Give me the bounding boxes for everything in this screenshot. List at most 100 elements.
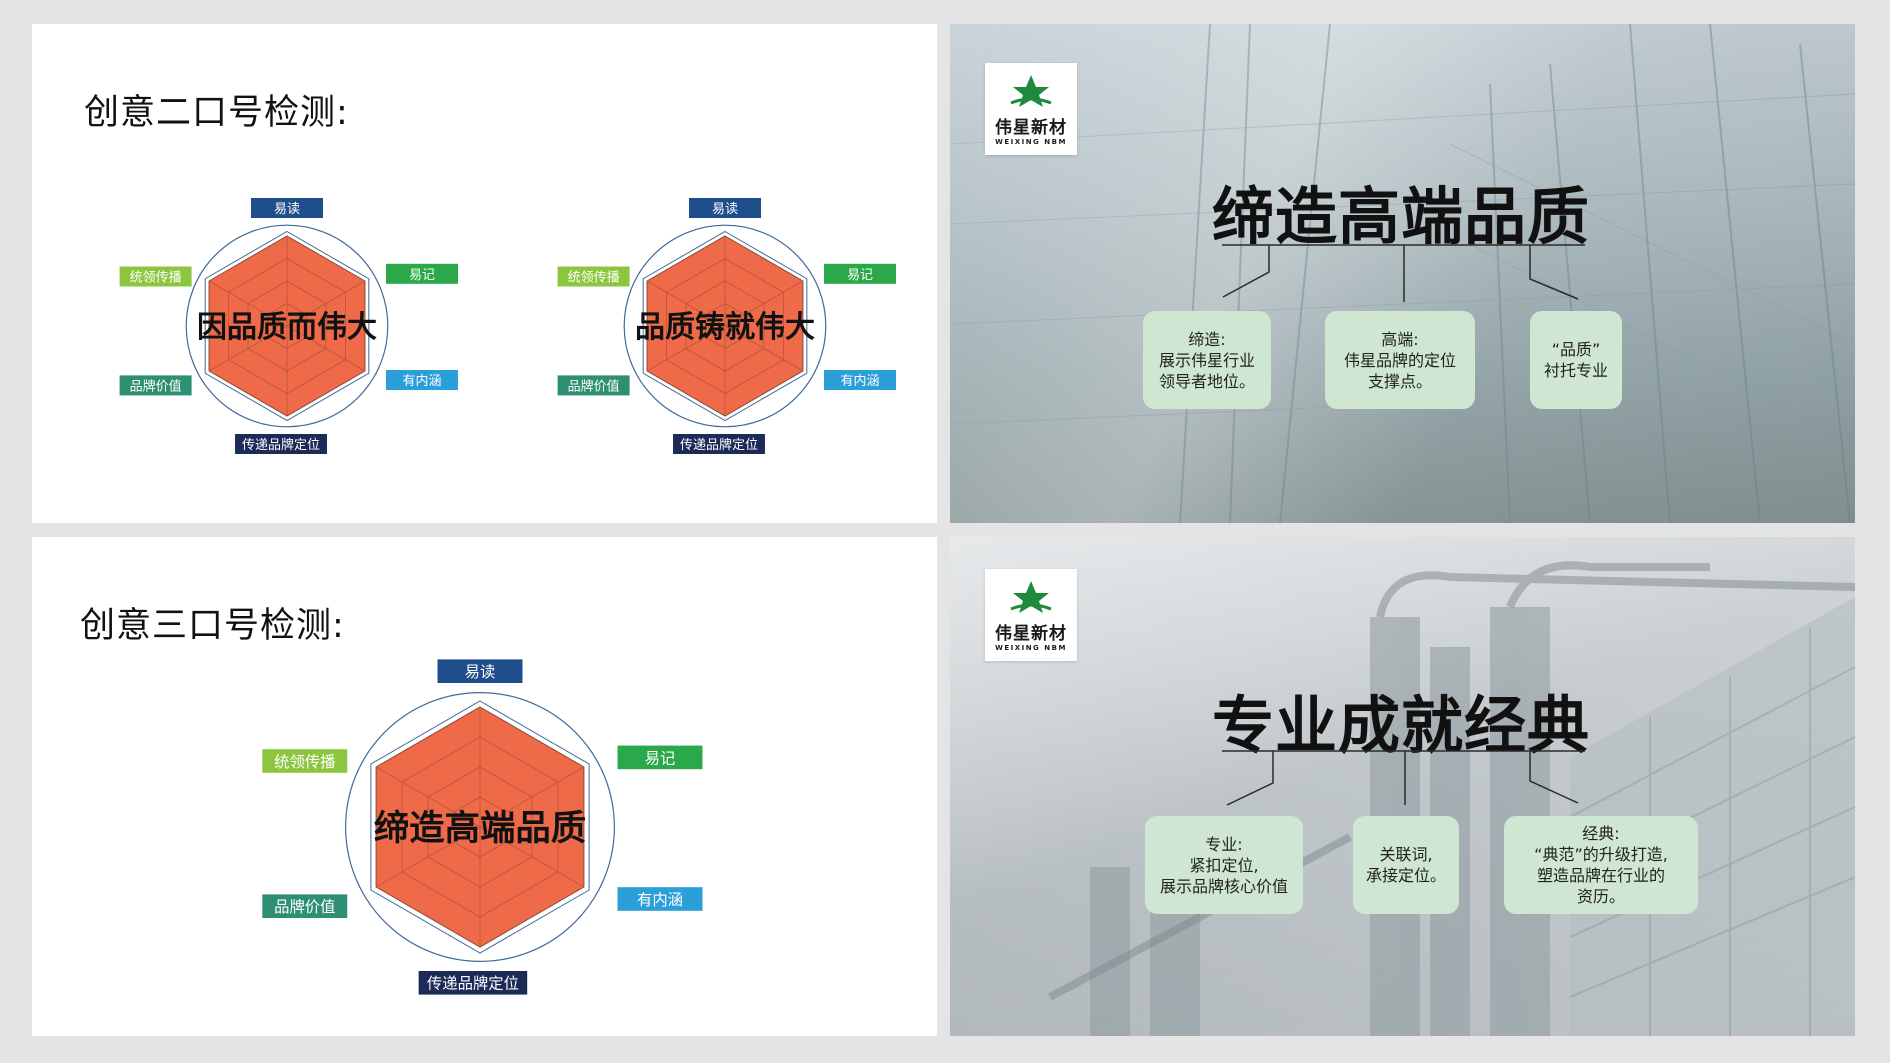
- slide-slogan-test-3[interactable]: 创意三口号检测: 缔造高端品质 易读易记有内涵传递品牌定位 品牌价值 统领传播: [32, 537, 937, 1036]
- logo-name-zh: 伟星新材: [995, 623, 1067, 644]
- radar-outline: [204, 230, 370, 422]
- radar-center-text: 因品质而伟大: [197, 310, 377, 345]
- axis-label-bg: [251, 198, 323, 218]
- axis-label: 传递品牌定位: [235, 434, 327, 454]
- headline: 专业成就经典: [1212, 689, 1591, 762]
- axis-label: 易读: [251, 198, 323, 218]
- note-box: 专业: 紧扣定位, 展示品牌核心价值: [1145, 816, 1303, 914]
- radar-ring: [623, 224, 827, 428]
- axis-label-text: 易记: [645, 749, 676, 767]
- axis-label-bg: [437, 659, 523, 683]
- radar-center-text: 品质铸就伟大: [635, 310, 815, 345]
- radar-spoke: [208, 325, 288, 372]
- axis-label-bg: [418, 971, 528, 995]
- axis-label-text: 品牌价值: [130, 378, 182, 394]
- factory-illustration: [1048, 561, 1855, 1036]
- axis-label: 易读: [437, 659, 523, 683]
- axis-label: 易记: [617, 745, 703, 770]
- logo-name-en: WEIXING NBM: [995, 643, 1067, 652]
- axis-label-bg: [824, 370, 896, 390]
- axis-label: 易读: [689, 198, 761, 218]
- radar-ring: [185, 224, 389, 428]
- radar-ring: [345, 692, 615, 962]
- axis-label-text: 有内涵: [637, 891, 683, 909]
- radar-spoke: [208, 280, 288, 327]
- axis-label-text: 传递品牌定位: [242, 437, 320, 453]
- slide-slogan-test-2[interactable]: 创意二口号检测: 因品质而伟大易读易记有内涵传递品牌定位品牌价值统领传播品质铸就…: [32, 24, 937, 523]
- slide-headline-1[interactable]: 伟星新材 WEIXING NBM 缔造高端品质 缔造: 展示伟星行业 领导者地位…: [950, 24, 1855, 523]
- headline-connectors: [1222, 750, 1585, 806]
- axis-label: 有内涵: [824, 370, 896, 390]
- headline-connectors: [1222, 244, 1585, 302]
- axis-label-bg: [386, 263, 458, 284]
- logo-name-zh: 伟星新材: [995, 117, 1067, 138]
- radar-spoke: [724, 325, 804, 372]
- axis-label-text: 传递品牌定位: [680, 437, 758, 453]
- axis-label-text: 易读: [712, 202, 738, 217]
- radar-spoke: [479, 826, 585, 888]
- star-logo-icon: [1010, 580, 1052, 613]
- radar-outline: [642, 230, 808, 422]
- headline: 缔造高端品质: [1212, 180, 1591, 253]
- axis-label-text: 品牌价值: [274, 898, 335, 916]
- axis-label-bg: [119, 266, 192, 287]
- axis-label-text: 有内涵: [840, 373, 879, 389]
- axis-label-text: 传递品牌定位: [427, 975, 519, 993]
- axis-label-bg: [557, 266, 630, 287]
- axis-label: 易记: [386, 263, 458, 284]
- axis-label-bg: [235, 434, 327, 454]
- note-box: 经典: “典范”的升级打造, 塑造品牌在行业的 资历。: [1504, 816, 1698, 914]
- axis-label: 有内涵: [386, 370, 458, 390]
- axis-label-bg: [119, 375, 192, 396]
- axis-label-text: 统领传播: [274, 753, 335, 771]
- radar-spoke: [375, 766, 481, 828]
- axis-label-text: 易读: [465, 663, 496, 681]
- axis-label-text: 易记: [409, 268, 435, 283]
- axis-label: 传递品牌定位: [673, 434, 765, 454]
- radar-spoke: [646, 325, 726, 372]
- logo-name-en: WEIXING NBM: [995, 137, 1067, 146]
- radar-spoke: [375, 826, 481, 888]
- axis-label-bg: [557, 375, 630, 396]
- axis-label-text: 易记: [847, 268, 873, 283]
- axis-label: 品牌价值: [119, 375, 192, 396]
- star-logo-icon: [1010, 74, 1052, 107]
- axis-label: 易记: [824, 263, 896, 284]
- radar-spoke: [286, 280, 366, 327]
- axis-label: 有内涵: [617, 887, 703, 911]
- axis-label-bg: [262, 894, 348, 918]
- note-box: 缔造: 展示伟星行业 领导者地位。: [1143, 311, 1271, 409]
- axis-label: 统领传播: [557, 266, 630, 287]
- axis-label-text: 易读: [274, 202, 300, 217]
- radar-center-text: 缔造高端品质: [374, 808, 586, 849]
- axis-label-bg: [617, 887, 703, 911]
- axis-label: 传递品牌定位: [418, 971, 528, 995]
- slide-title: 创意二口号检测:: [84, 93, 349, 133]
- axis-label-bg: [673, 434, 765, 454]
- note-box: 高端: 伟星品牌的定位 支撑点。: [1325, 311, 1475, 409]
- axis-label: 品牌价值: [557, 375, 630, 396]
- axis-label-bg: [617, 745, 703, 770]
- radar-spoke: [724, 280, 804, 327]
- axis-label-text: 统领传播: [568, 271, 620, 286]
- axis-label-bg: [262, 749, 348, 773]
- radar-spoke: [286, 325, 366, 372]
- radar-spoke: [646, 280, 726, 327]
- axis-label-text: 统领传播: [130, 271, 182, 286]
- note-box: 关联词, 承接定位。: [1353, 816, 1459, 914]
- axis-label: 统领传播: [119, 266, 192, 287]
- axis-label-text: 品牌价值: [568, 378, 620, 394]
- slide-title: 创意三口号检测:: [80, 606, 345, 646]
- axis-label-bg: [689, 198, 761, 218]
- slide-headline-2[interactable]: 伟星新材 WEIXING NBM 专业成就经典 专业: 紧扣定位, 展示品牌核心…: [950, 537, 1855, 1036]
- brand-logo: 伟星新材 WEIXING NBM: [985, 63, 1077, 155]
- axis-label-bg: [386, 370, 458, 390]
- radar-spoke: [479, 766, 585, 828]
- axis-label: 品牌价值: [262, 894, 348, 918]
- brand-logo: 伟星新材 WEIXING NBM: [985, 569, 1077, 661]
